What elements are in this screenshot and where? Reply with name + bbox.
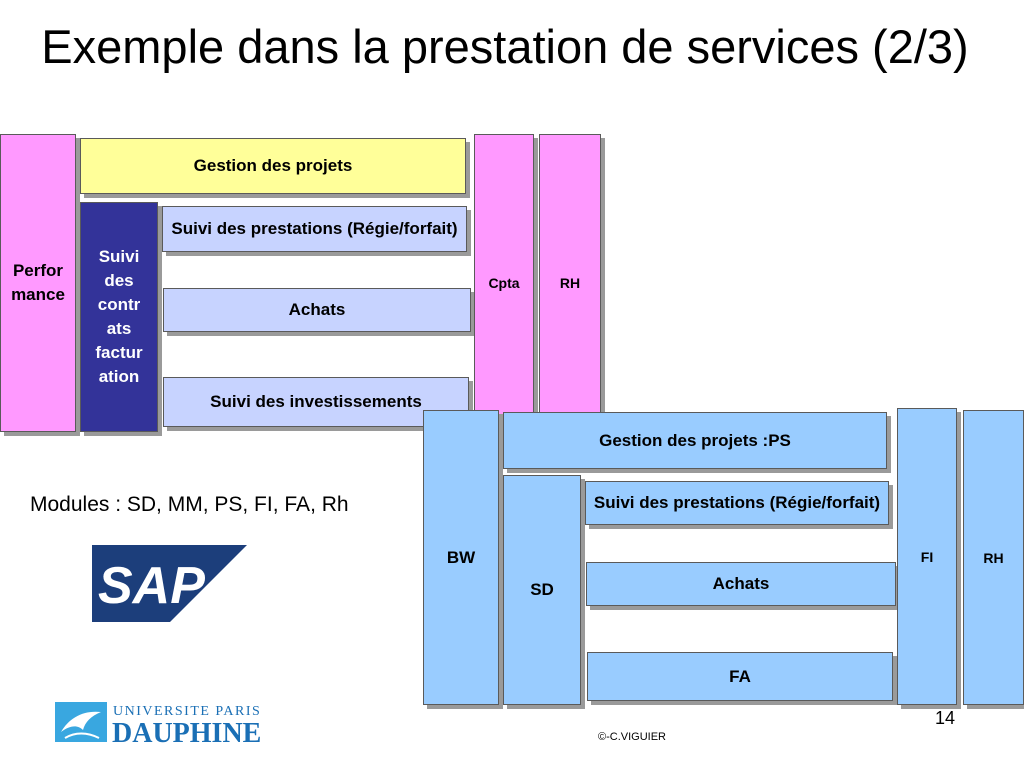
cpta-box: Cpta [474,134,534,432]
achats-box-2: Achats [586,562,896,606]
rh-box-2: RH [963,410,1024,705]
performance-box: Perfor mance [0,134,76,432]
modules-text: Modules : SD, MM, PS, FI, FA, Rh [30,493,349,516]
suivi-prestations-box: Suivi des prestations (Régie/forfait) [162,206,467,252]
fa-box: FA [587,652,893,701]
slide-title: Exemple dans la prestation de services (… [41,20,969,73]
achats-box: Achats [163,288,471,332]
gestion-projets-box: Gestion des projets [80,138,466,194]
dauphine-line1: UNIVERSITE PARIS [113,704,261,719]
suivi-prestations-box-2: Suivi des prestations (Régie/forfait) [585,481,889,525]
suivi-contrats-box: Suivi des contr ats factur ation [80,202,158,432]
fi-box: FI [897,408,957,705]
rh-box: RH [539,134,601,432]
gestion-projets-ps-box: Gestion des projets :PS [503,412,887,469]
sap-logo: SAP [92,545,247,622]
dauphine-line2: DAUPHINE [112,718,261,746]
bw-box: BW [423,410,499,705]
suivi-investissements-box: Suivi des investissements [163,377,469,427]
dauphine-logo: UNIVERSITE PARIS DAUPHINE [55,702,261,746]
copyright: ©-C.VIGUIER [598,731,666,743]
sd-box: SD [503,475,581,705]
page-number: 14 [935,708,956,728]
sap-logo-text: SAP [98,557,205,615]
